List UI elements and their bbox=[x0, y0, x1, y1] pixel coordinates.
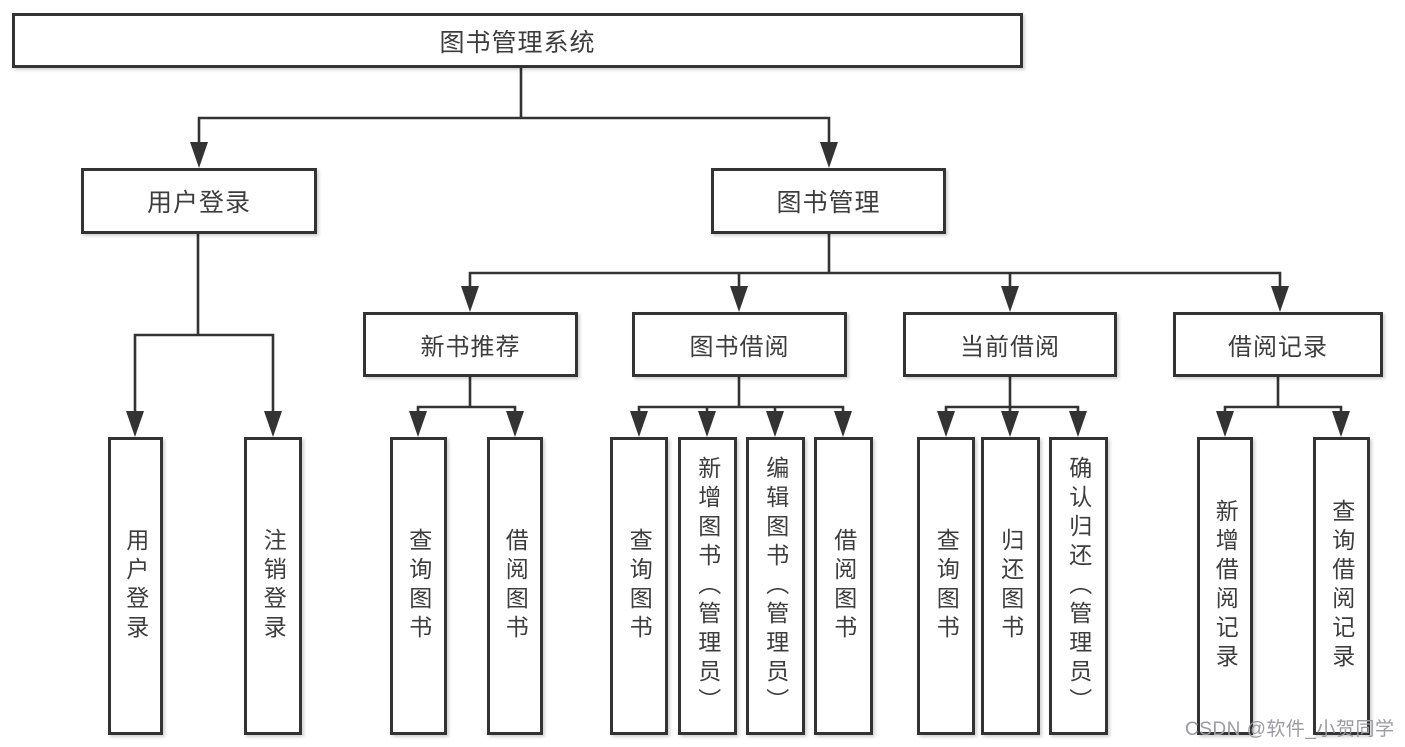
csdn-watermark: CSDN @软件_小贺同学 bbox=[1185, 719, 1395, 740]
node-label: 新增借阅记录 bbox=[1212, 499, 1239, 673]
node-label: 用户登录 bbox=[122, 528, 149, 644]
node-label: 借阅记录 bbox=[1228, 334, 1328, 361]
connector-arrowhead bbox=[409, 411, 427, 437]
connector-arrowhead bbox=[630, 411, 648, 437]
connector-arrowhead bbox=[126, 411, 144, 437]
connector-arrowhead bbox=[1332, 411, 1350, 437]
node-label: 新书推荐 bbox=[420, 334, 521, 361]
leaf-return-book: 归还图书 bbox=[981, 437, 1040, 735]
connector-arrowhead bbox=[1001, 286, 1019, 312]
node-label: 借阅图书 bbox=[502, 528, 529, 644]
node-label: 归还图书 bbox=[997, 528, 1024, 644]
connector-arrowhead bbox=[834, 411, 852, 437]
connector-line bbox=[944, 377, 1080, 414]
connector-line bbox=[133, 234, 275, 414]
leaf-logout-login: 注销登录 bbox=[244, 437, 302, 735]
connector-arrowhead bbox=[1216, 411, 1234, 437]
connector-arrowhead bbox=[766, 411, 784, 437]
node-label: 当前借阅 bbox=[960, 334, 1060, 361]
node-book-management: 图书管理 bbox=[711, 168, 946, 234]
node-label: 查询借阅记录 bbox=[1328, 499, 1355, 673]
connector-line bbox=[197, 68, 831, 145]
connector-arrowhead bbox=[937, 411, 955, 437]
connector-arrowhead bbox=[264, 411, 282, 437]
leaf-borrow-book: 借阅图书 bbox=[814, 437, 873, 735]
node-label: 图书管理 bbox=[776, 189, 881, 217]
node-label: 用户登录 bbox=[146, 189, 251, 217]
node-label: 确认归还（管理员） bbox=[1065, 455, 1092, 717]
node-user-login: 用户登录 bbox=[81, 168, 317, 234]
leaf-confirm-return-admin: 确认归还（管理员） bbox=[1049, 437, 1108, 735]
connector-arrowhead bbox=[1069, 411, 1087, 437]
connector-arrowhead bbox=[190, 142, 208, 168]
leaf-query-book-recommend: 查询图书 bbox=[390, 437, 447, 735]
node-label: 查询图书 bbox=[933, 528, 960, 644]
connector-arrowhead bbox=[1271, 286, 1289, 312]
node-label: 图书管理系统 bbox=[439, 28, 596, 57]
connector-line bbox=[468, 234, 1282, 289]
node-label: 查询图书 bbox=[626, 528, 653, 644]
connector-arrowhead bbox=[698, 411, 716, 437]
connector-line bbox=[637, 377, 845, 414]
node-label: 新增图书（管理员） bbox=[694, 455, 721, 717]
connector-arrowhead bbox=[820, 142, 838, 168]
connector-line bbox=[1223, 377, 1343, 414]
leaf-query-book-current: 查询图书 bbox=[917, 437, 975, 735]
leaf-user-login: 用户登录 bbox=[108, 437, 163, 735]
connector-arrowhead bbox=[506, 411, 524, 437]
leaf-add-book-admin: 新增图书（管理员） bbox=[678, 437, 737, 735]
node-current-borrow: 当前借阅 bbox=[903, 312, 1117, 377]
node-label: 借阅图书 bbox=[830, 528, 857, 644]
connector-arrowhead bbox=[1001, 411, 1019, 437]
node-book-borrow: 图书借阅 bbox=[632, 312, 847, 377]
connector-arrowhead bbox=[730, 286, 748, 312]
leaf-query-book-borrow: 查询图书 bbox=[610, 437, 668, 735]
leaf-edit-book-admin: 编辑图书（管理员） bbox=[746, 437, 805, 735]
connector-line bbox=[416, 377, 517, 414]
node-label: 图书借阅 bbox=[689, 334, 790, 361]
leaf-borrow-book-recommend: 借阅图书 bbox=[487, 437, 543, 735]
leaf-query-borrow-record: 查询借阅记录 bbox=[1313, 437, 1370, 735]
node-library-management-system: 图书管理系统 bbox=[12, 13, 1023, 68]
node-label: 查询图书 bbox=[405, 528, 432, 644]
leaf-add-borrow-record: 新增借阅记录 bbox=[1197, 437, 1253, 735]
node-borrow-records: 借阅记录 bbox=[1173, 312, 1383, 377]
node-label: 注销登录 bbox=[260, 528, 287, 644]
connector-arrowhead bbox=[461, 286, 479, 312]
node-label: 编辑图书（管理员） bbox=[762, 455, 789, 717]
node-new-book-recommend: 新书推荐 bbox=[363, 312, 578, 377]
